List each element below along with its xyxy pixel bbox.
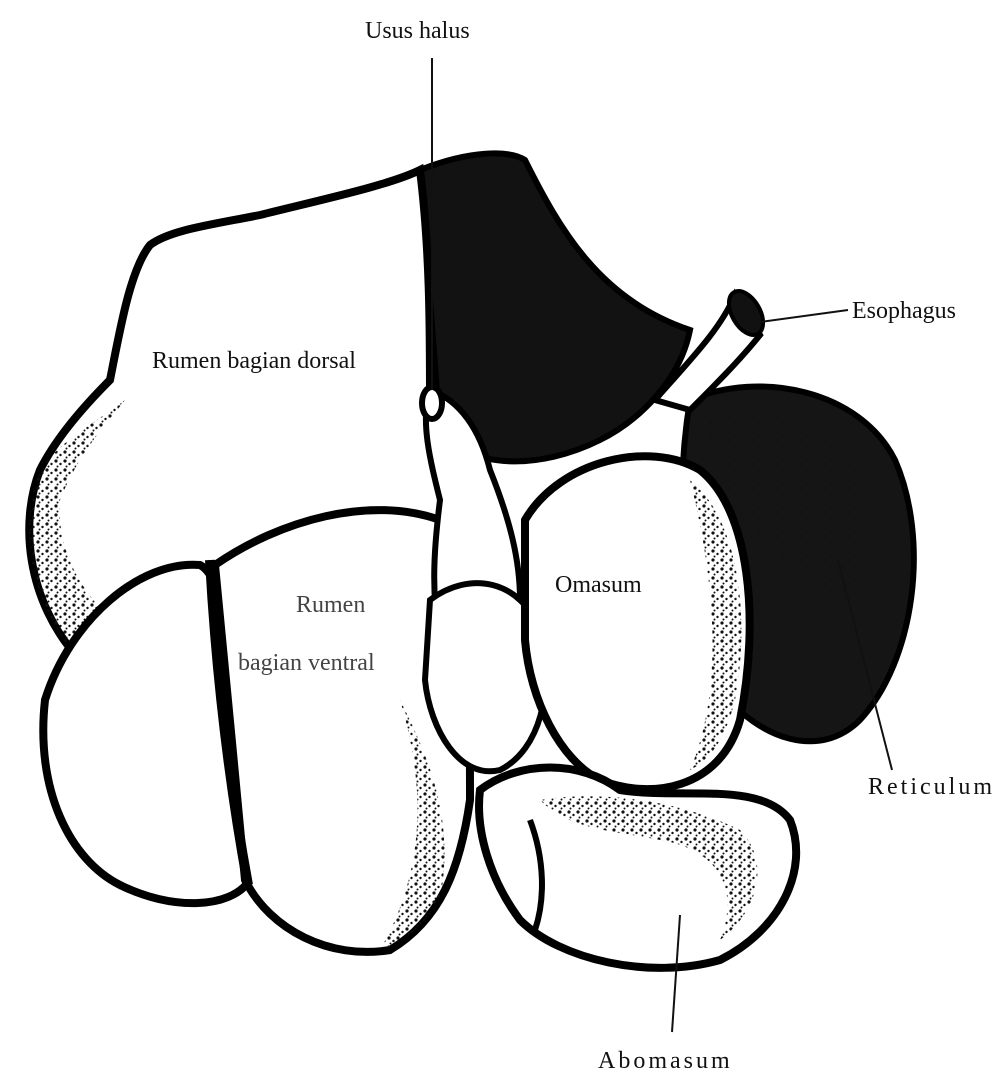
label-rumen-ventral-line2: bagian ventral [238,650,375,676]
label-abomasum: Abomasum [598,1048,733,1074]
esophagus-leader [760,310,848,322]
usus-halus-opening [422,387,442,419]
label-esophagus: Esophagus [852,298,956,324]
stomach-illustration [29,153,914,967]
label-rumen-dorsal: Rumen bagian dorsal [152,348,356,374]
label-rumen-ventral-line1: Rumen [296,592,365,618]
label-reticulum: Reticulum [868,774,995,800]
label-omasum: Omasum [555,572,642,598]
label-usus-halus: Usus halus [365,18,470,44]
